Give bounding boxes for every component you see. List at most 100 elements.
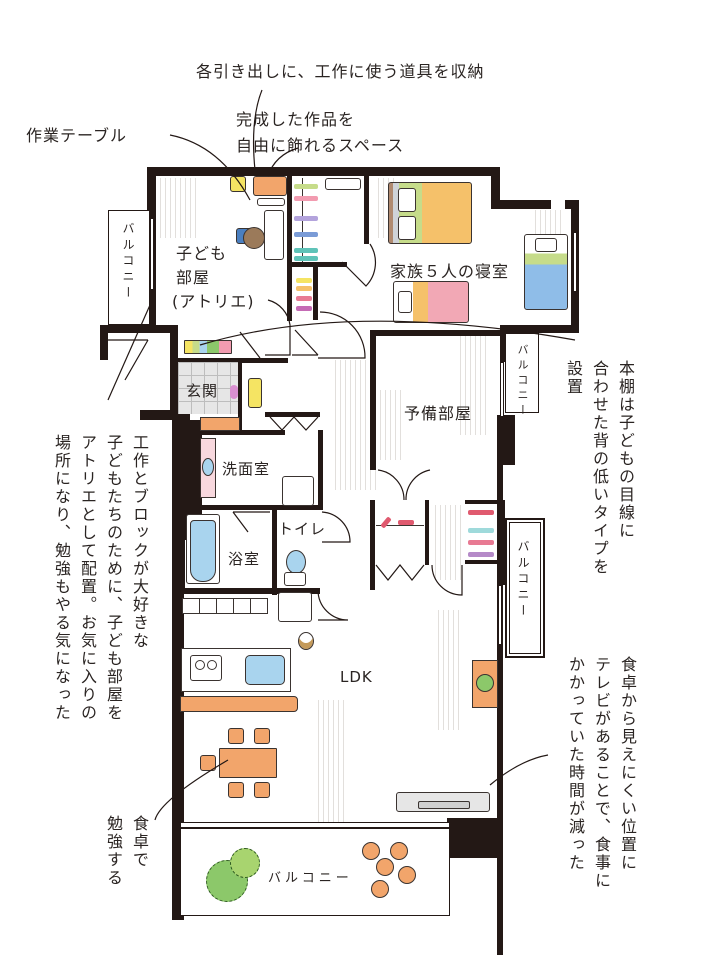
wall <box>100 325 170 333</box>
floor-shade <box>435 505 465 580</box>
bathtub-water <box>190 520 216 582</box>
window-ldk-right[interactable] <box>498 585 502 645</box>
toilet-label: トイレ <box>278 520 327 538</box>
pillow <box>398 291 412 313</box>
wall <box>497 465 503 955</box>
wall <box>180 510 185 590</box>
closet-rod <box>376 525 424 526</box>
kitchen-bar-counter <box>180 696 298 712</box>
annotation-atelier-line-1: 工作とブロックが大好きな <box>130 434 149 650</box>
annotation-work-table: 作業テーブル <box>26 126 128 145</box>
wall <box>200 430 285 435</box>
wall <box>313 262 318 320</box>
floor-shade <box>438 610 460 730</box>
wall <box>318 430 323 510</box>
hanger <box>294 216 318 221</box>
wall <box>425 500 429 565</box>
entrance-label: 玄関 <box>186 382 219 400</box>
annotation-atelier-line-3: アトリエとして配置。お気に入りの <box>78 434 97 722</box>
balcony-right-top <box>505 333 539 413</box>
wall <box>178 358 288 363</box>
single-bed-pink <box>393 281 469 323</box>
chair <box>200 755 216 771</box>
floor-shade <box>318 700 346 830</box>
single-bed-blue <box>524 234 568 310</box>
window-kids-room[interactable] <box>150 218 154 290</box>
annotation-tv: 食卓から見えにくい位置に テレビがあることで、食事に かかっていた時間が減った <box>562 656 640 936</box>
chair <box>228 782 244 798</box>
hanger <box>294 256 318 261</box>
pillow <box>398 188 416 212</box>
annotation-bookshelf-line-2: 合わせた背の低いタイプを <box>590 360 609 576</box>
annotation-display-space-1: 完成した作品を <box>236 110 356 129</box>
shoe-cabinet <box>200 417 240 431</box>
chair <box>228 728 244 744</box>
annotation-display-space-2: 自由に飾れるスペース <box>236 136 405 155</box>
hanger <box>468 510 494 515</box>
wall <box>364 176 369 244</box>
window-bedroom[interactable] <box>573 232 577 292</box>
kids-room-label-1: 子ども <box>176 244 228 263</box>
wall <box>500 330 508 362</box>
hanger <box>296 286 312 291</box>
chair <box>254 782 270 798</box>
floor-shade <box>375 390 405 460</box>
annotation-tv-line-2: テレビがあることで、食事に <box>592 656 611 890</box>
entrance-floor <box>178 362 238 414</box>
toilet-tank <box>284 572 306 586</box>
wall <box>265 412 320 417</box>
hanger <box>294 184 318 189</box>
floor-shade <box>160 178 200 238</box>
hanger <box>294 232 318 237</box>
bathroom-label: 浴室 <box>228 550 261 568</box>
hanger <box>294 196 318 201</box>
dog-icon <box>298 632 314 650</box>
plant-small-icon <box>230 848 260 878</box>
balcony-right-mid <box>505 518 545 658</box>
stool-icon <box>376 858 394 876</box>
refrigerator <box>278 592 312 622</box>
stool-icon <box>362 842 380 860</box>
kitchen-sink <box>245 655 285 685</box>
window-spare-room[interactable] <box>500 362 504 417</box>
hanger <box>294 248 318 253</box>
hanger <box>296 278 312 283</box>
pillow <box>398 216 416 240</box>
balcony-left <box>108 210 150 325</box>
annotation-study-line-2: 勉強する <box>104 815 123 887</box>
floor-shade <box>460 335 490 435</box>
balcony-right-top-label: バルコニー <box>516 344 529 419</box>
dining-table <box>219 748 277 778</box>
wall <box>370 500 375 590</box>
wall <box>500 325 579 333</box>
annotation-bookshelf: 本棚は子どもの目線に 合わせた背の低いタイプを 設置 <box>560 360 638 630</box>
wall <box>465 560 500 564</box>
wall <box>287 176 292 321</box>
ldk-label: LDK <box>340 668 373 686</box>
annotation-bookshelf-line-3: 設置 <box>564 360 583 396</box>
washing-machine <box>282 476 314 506</box>
entrance-storage-yellow <box>248 378 262 408</box>
hanger <box>296 296 312 301</box>
annotation-tv-line-3: かかっていた時間が減った <box>566 656 585 872</box>
balcony-left-label: バルコニー <box>121 222 135 302</box>
annotation-bookshelf-line-1: 本棚は子どもの目線に <box>616 360 635 540</box>
hanger <box>398 520 414 525</box>
hanger <box>468 540 494 545</box>
shelf <box>257 198 285 206</box>
wall <box>447 818 497 858</box>
spare-room-label: 予備部屋 <box>404 404 473 423</box>
kids-room-label-2: 部屋 <box>176 268 211 287</box>
wall <box>370 330 376 470</box>
window-ldk-bottom[interactable] <box>180 822 450 828</box>
tv-icon <box>418 801 470 809</box>
wall <box>140 410 190 420</box>
annotation-atelier-line-4: 場所になり、勉強もやる気になった <box>52 434 71 722</box>
flower-icon <box>476 674 494 692</box>
hanger <box>296 306 312 311</box>
annotation-study: 食卓で 勉強する <box>100 815 152 915</box>
washroom-label: 洗面室 <box>222 460 271 478</box>
annotation-atelier-line-2: 子どもたちのために、子ども部屋を <box>104 434 123 722</box>
wall <box>238 362 242 432</box>
wall <box>491 167 500 209</box>
